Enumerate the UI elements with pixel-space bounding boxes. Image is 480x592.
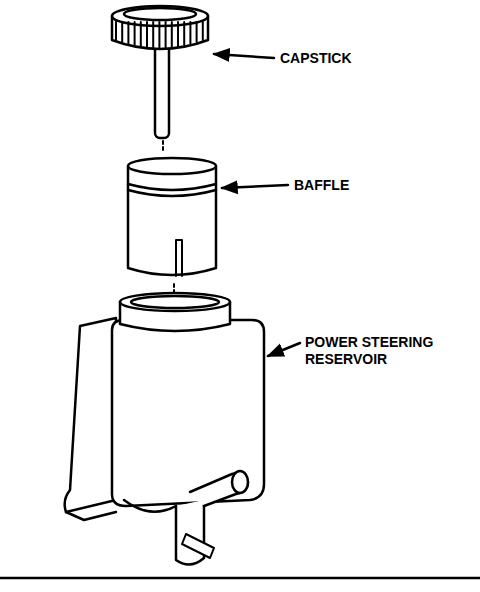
capstick-drawing <box>127 22 129 43</box>
capstick-drawing <box>171 22 173 47</box>
capstick-drawing <box>140 22 142 46</box>
capstick-drawing <box>202 22 204 40</box>
baffle-drawing <box>128 158 216 174</box>
capstick-drawing <box>165 22 167 48</box>
reservoir-drawing <box>66 512 116 520</box>
capstick-drawing <box>196 22 198 42</box>
capstick-drawing <box>134 22 136 45</box>
reservoir-drawing <box>124 500 176 512</box>
capstick-drawing <box>121 22 123 42</box>
reservoir-drawing <box>65 318 116 512</box>
leader-arrow <box>222 185 288 188</box>
baffle-drawing <box>176 240 182 276</box>
part-label: POWER STEERING RESERVOIR <box>305 334 445 368</box>
capstick-drawing <box>155 44 169 138</box>
leader-arrow <box>268 343 300 356</box>
baffle-drawing <box>128 184 216 190</box>
capstick-drawing <box>162 141 164 152</box>
reservoir-drawing <box>131 296 219 308</box>
capstick-drawing <box>158 22 160 48</box>
part-label: BAFFLE <box>294 177 414 194</box>
reservoir-drawing <box>112 320 264 506</box>
reservoir-drawing <box>232 471 248 493</box>
capstick-drawing <box>152 22 154 48</box>
baffle-drawing <box>128 166 216 275</box>
reservoir-drawing <box>176 500 204 565</box>
leader-arrow <box>214 54 300 356</box>
reservoir-drawing <box>65 293 264 565</box>
capstick-drawing <box>146 22 148 47</box>
capstick-drawing <box>183 22 185 45</box>
reservoir-drawing <box>182 534 214 558</box>
capstick-drawing <box>189 22 191 43</box>
baffle-drawing <box>128 190 216 196</box>
capstick-drawing <box>112 6 208 152</box>
capstick-drawing <box>124 8 196 20</box>
capstick-drawing <box>116 22 203 48</box>
baffle-drawing <box>128 158 216 294</box>
capstick-drawing <box>177 22 179 46</box>
capstick-drawing <box>115 22 117 40</box>
leader-arrow <box>214 54 274 58</box>
part-label: CAPSTICK <box>280 50 400 67</box>
bottom-rule <box>0 577 480 580</box>
reservoir-drawing <box>120 293 230 311</box>
